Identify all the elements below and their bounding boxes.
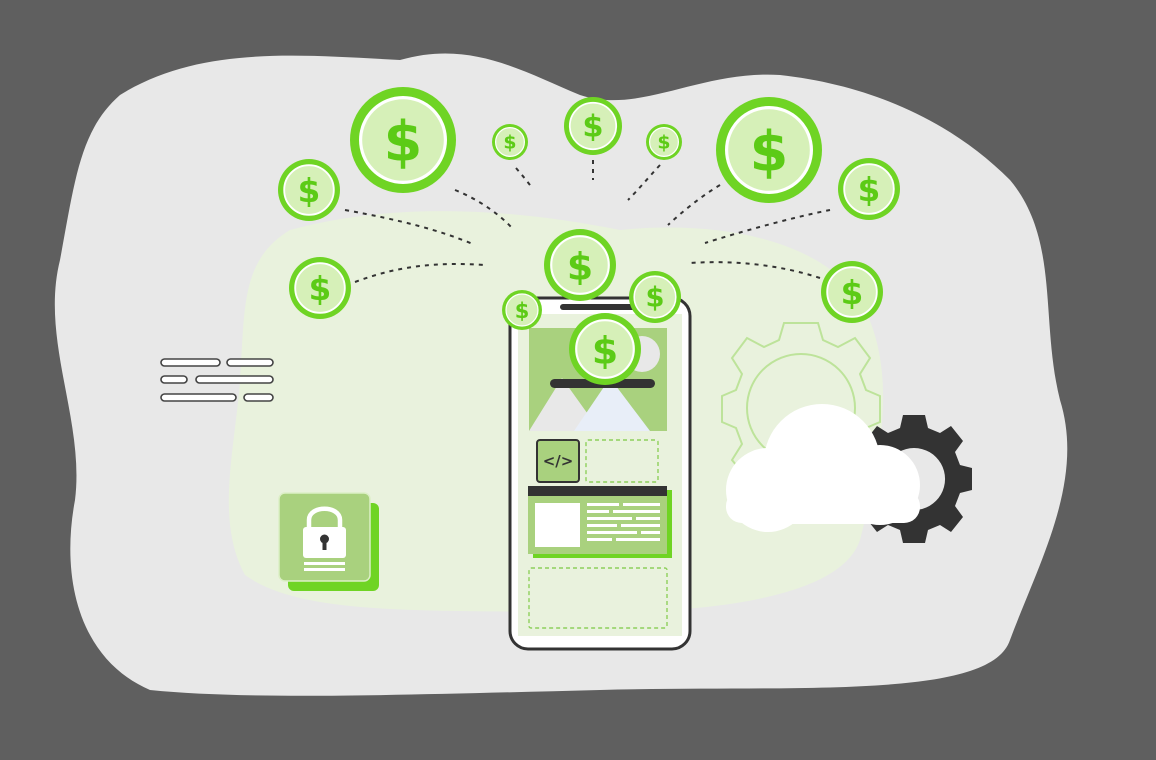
dollar-coin-icon: $	[350, 87, 456, 193]
dollar-sign: $	[592, 328, 618, 372]
dollar-coin-icon: $	[564, 97, 622, 155]
dollar-sign: $	[858, 171, 881, 209]
dollar-coins: $ $ $ $ $ $ $ $ $ $ $ $ $	[278, 87, 900, 385]
dollar-coin-icon: $	[646, 124, 682, 160]
code-icon-glyph: </>	[543, 452, 574, 470]
connector-lines	[344, 160, 831, 283]
phone-speaker	[560, 304, 640, 310]
code-icon: </>	[536, 439, 580, 483]
dollar-sign: $	[582, 110, 603, 145]
dollar-coin-icon: $	[629, 271, 681, 323]
dollar-coin-icon: $	[502, 290, 542, 330]
text-lines-icon	[160, 358, 274, 402]
dollar-coin-icon: $	[278, 159, 340, 221]
dollar-sign: $	[309, 270, 332, 308]
dollar-sign: $	[567, 244, 593, 288]
lock-card	[278, 492, 379, 591]
dollar-sign: $	[646, 283, 665, 314]
dollar-coin-icon: $	[544, 229, 616, 301]
smartphone: </>	[508, 296, 692, 651]
dollar-coin-icon: $	[821, 261, 883, 323]
dollar-sign: $	[298, 172, 321, 210]
dashed-placeholder-bottom	[528, 567, 668, 629]
cloud-icon	[726, 404, 920, 532]
dollar-coin-icon: $	[289, 257, 351, 319]
lock-icon	[303, 506, 346, 571]
dollar-sign: $	[515, 299, 530, 323]
dollar-coin-icon: $	[838, 158, 900, 220]
dollar-sign: $	[841, 274, 864, 312]
dollar-sign: $	[750, 120, 789, 185]
dollar-coin-icon: $	[492, 124, 528, 160]
dollar-sign: $	[384, 110, 423, 175]
dollar-coin-icon: $	[569, 313, 641, 385]
dollar-sign: $	[503, 132, 516, 154]
dollar-coin-icon: $	[716, 97, 822, 203]
dollar-sign: $	[657, 132, 670, 154]
content-card	[528, 486, 672, 558]
